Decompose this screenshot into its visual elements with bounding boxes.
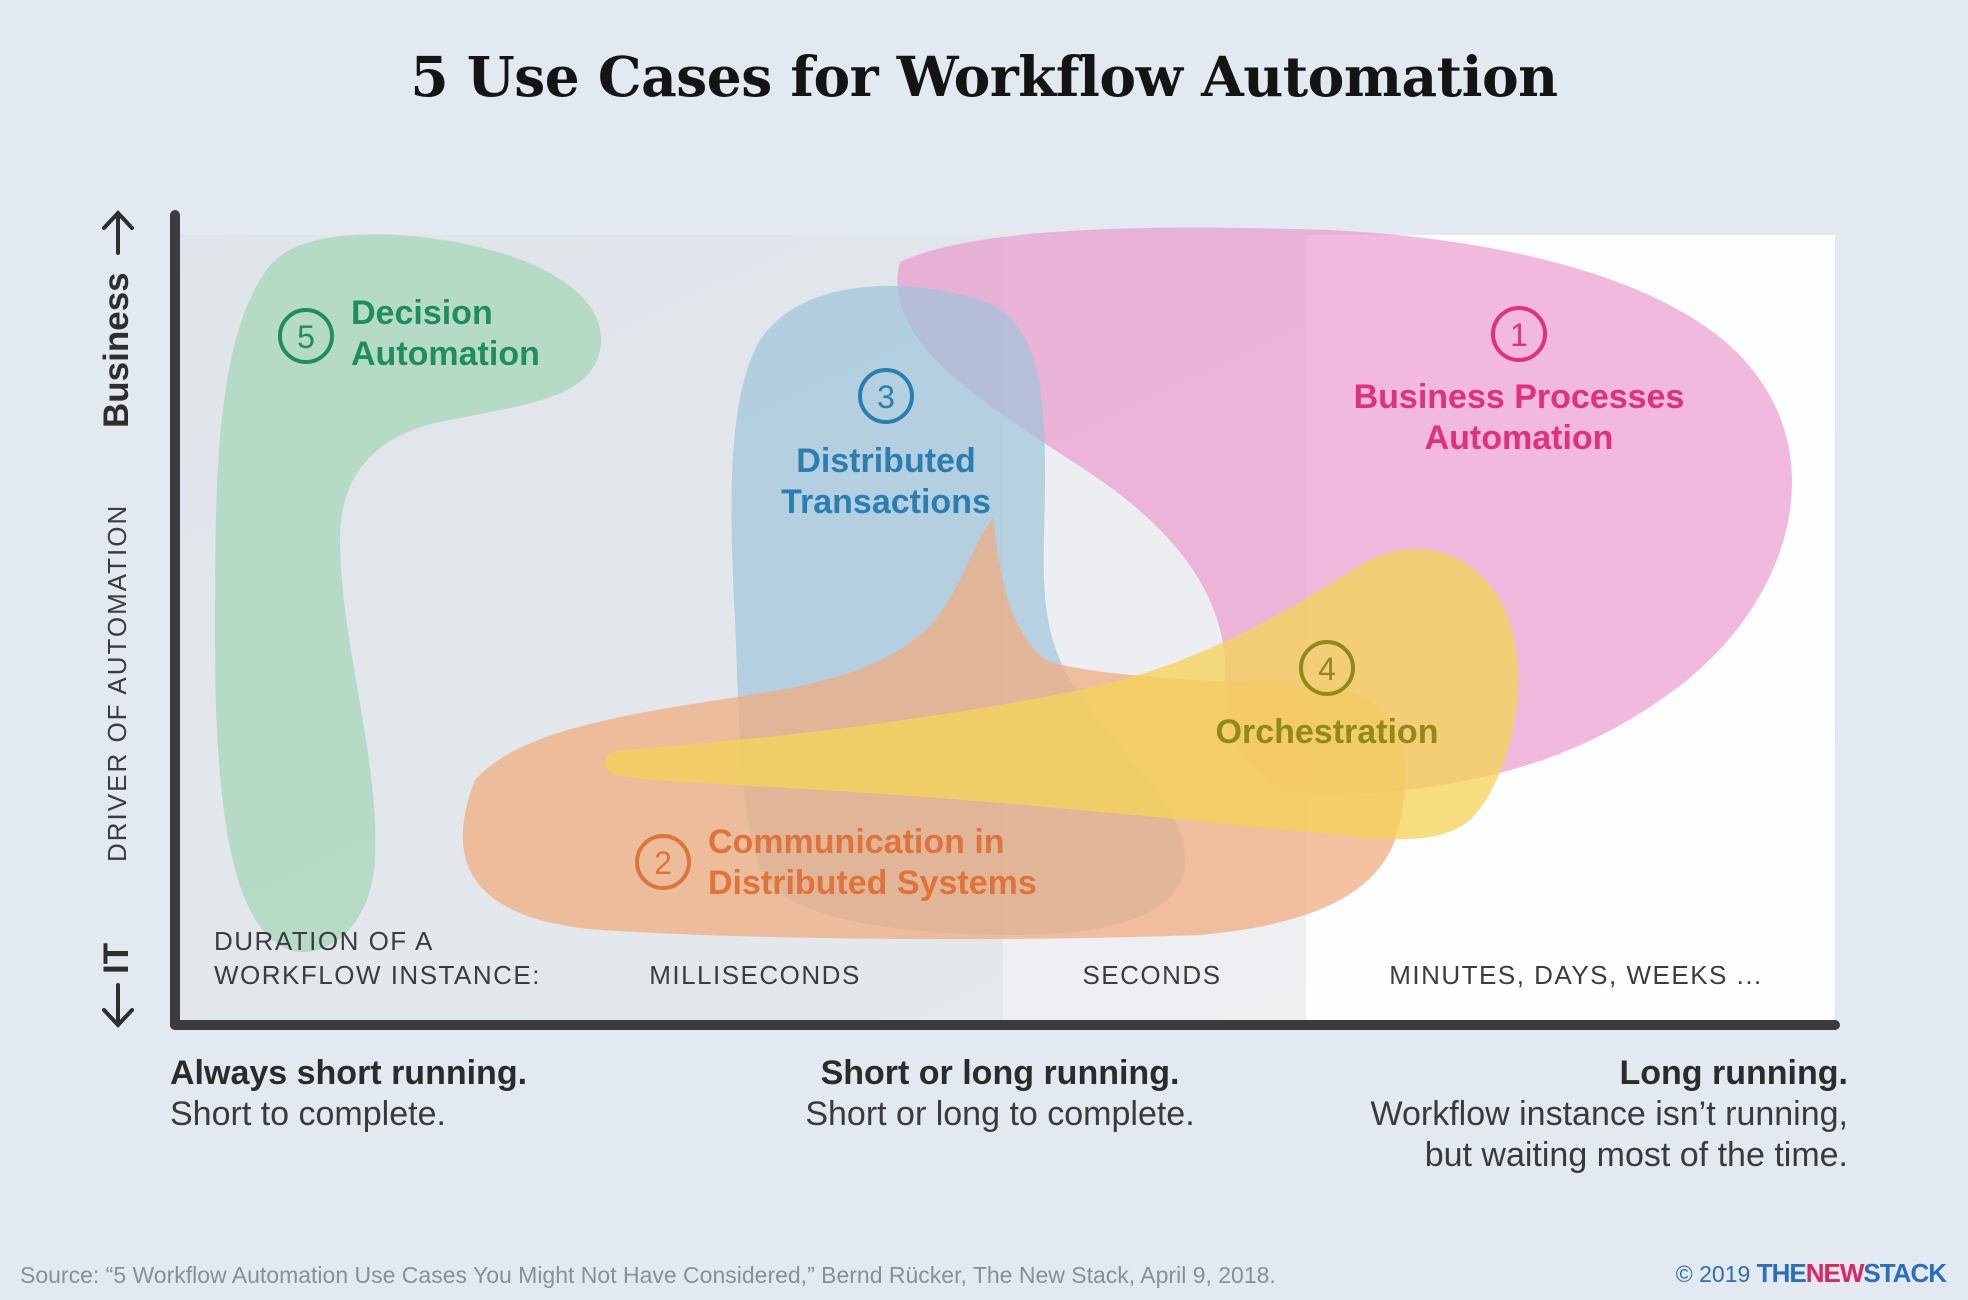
use-case-3-line1: Distributed xyxy=(796,442,975,480)
brand-part-new: NEW xyxy=(1805,1258,1865,1288)
use-case-2: 2 Communication in Distributed Systems xyxy=(635,823,1037,902)
band-label-minutes: MINUTES, DAYS, WEEKS ... xyxy=(1389,960,1763,990)
bottom-label-short-sub: Short to complete. xyxy=(170,1095,446,1133)
bottom-label-mixed-strong: Short or long running. xyxy=(820,1054,1180,1092)
use-case-5-line1: Decision xyxy=(351,294,493,332)
copyright: © 2019 THENEWSTACK xyxy=(1675,1258,1947,1289)
number-badge-1 xyxy=(1491,306,1547,362)
bottom-label-long-strong: Long running. xyxy=(1619,1054,1849,1092)
band-label-seconds: SECONDS xyxy=(1082,960,1221,990)
use-case-5: 5 Decision Automation xyxy=(278,294,540,373)
number-5: 5 xyxy=(297,319,315,355)
bottom-label-long-sub1: Workflow instance isn’t running, xyxy=(1370,1095,1848,1133)
number-badge-3 xyxy=(858,368,914,424)
band-label-milliseconds: MILLISECONDS xyxy=(649,960,861,990)
source-citation: Source: “5 Workflow Automation Use Cases… xyxy=(20,1262,1276,1288)
y-axis-bottom-label: IT xyxy=(97,943,136,974)
use-case-3-line2: Transactions xyxy=(781,483,991,521)
bottom-label-mixed: Short or long running. Short or long to … xyxy=(700,1053,1300,1135)
number-badge-4 xyxy=(1299,640,1355,696)
brand-part-stack: STACK xyxy=(1863,1258,1947,1288)
y-axis-top-label: Business xyxy=(97,272,136,428)
use-case-4: 4 Orchestration xyxy=(1216,640,1439,751)
blob-decision-automation xyxy=(215,234,602,953)
use-case-2-line2: Distributed Systems xyxy=(708,864,1037,902)
brand-part-the: THE xyxy=(1756,1258,1807,1288)
page-title: 5 Use Cases for Workflow Automation xyxy=(410,44,1558,109)
number-1: 1 xyxy=(1510,317,1528,353)
bottom-label-long-sub2: but waiting most of the time. xyxy=(1424,1136,1848,1174)
number-4: 4 xyxy=(1318,651,1336,687)
bottom-label-long: Long running. Workflow instance isn’t ru… xyxy=(1228,1053,1848,1176)
brand-logo: THENEWSTACK xyxy=(1756,1258,1947,1288)
arrow-up-icon xyxy=(102,210,134,255)
use-case-1-line1: Business Processes xyxy=(1354,378,1685,416)
y-axis-label: DRIVER OF AUTOMATION xyxy=(102,504,132,862)
x-axis-label-line1: DURATION OF A xyxy=(214,926,434,956)
bottom-label-short-strong: Always short running. xyxy=(170,1054,528,1092)
number-badge-2 xyxy=(635,834,691,890)
blob-business-processes xyxy=(897,227,1792,796)
blob-orchestration xyxy=(604,548,1519,840)
use-case-5-line2: Automation xyxy=(351,335,540,373)
bottom-label-mixed-sub: Short or long to complete. xyxy=(805,1095,1195,1133)
use-case-1: 1 Business Processes Automation xyxy=(1354,306,1685,457)
bottom-label-short: Always short running. Short to complete. xyxy=(170,1053,527,1135)
x-axis-label-line2: WORKFLOW INSTANCE: xyxy=(214,960,541,990)
number-badge-5 xyxy=(278,308,334,364)
copyright-year: © 2019 xyxy=(1675,1261,1751,1287)
use-case-3: 3 Distributed Transactions xyxy=(781,368,991,521)
number-3: 3 xyxy=(877,379,895,415)
use-case-4-line1: Orchestration xyxy=(1216,713,1439,751)
number-2: 2 xyxy=(654,845,672,881)
arrow-down-icon xyxy=(102,983,134,1028)
use-case-2-line1: Communication in xyxy=(708,823,1005,861)
use-case-1-line2: Automation xyxy=(1425,419,1614,457)
